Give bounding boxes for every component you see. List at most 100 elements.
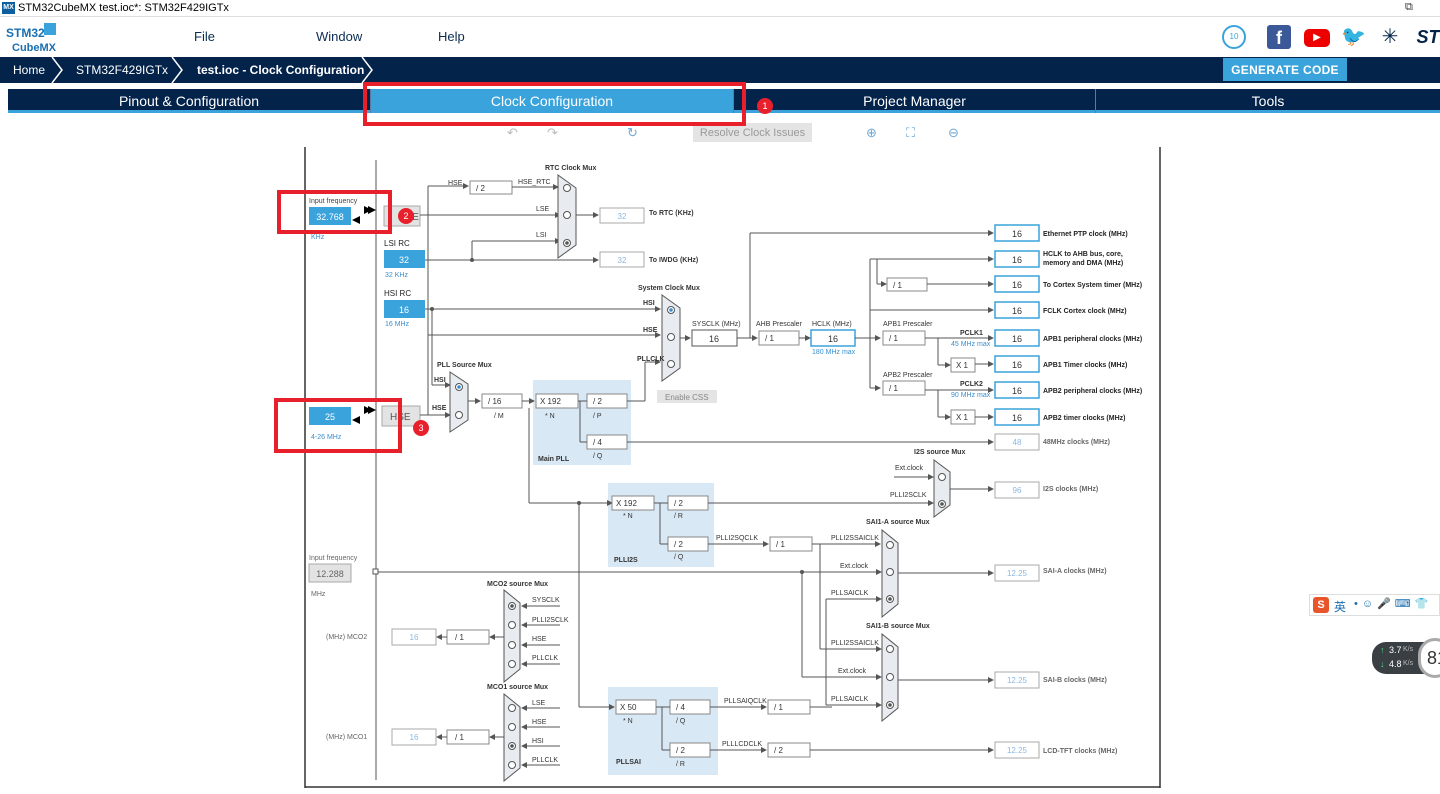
menu-help[interactable]: Help bbox=[438, 29, 465, 44]
svg-text:X 192: X 192 bbox=[540, 397, 561, 406]
svg-text:90 MHz max: 90 MHz max bbox=[951, 392, 991, 399]
svg-text:/ 1: / 1 bbox=[455, 733, 464, 742]
main-pll-region bbox=[533, 380, 631, 465]
svg-text:* N: * N bbox=[623, 513, 633, 520]
clock-output-value: 16 bbox=[1012, 386, 1022, 396]
resolve-clock-issues-button[interactable]: Resolve Clock Issues bbox=[693, 123, 812, 142]
ime-language[interactable]: 英 bbox=[1334, 600, 1347, 614]
svg-text:MCO2 source Mux: MCO2 source Mux bbox=[487, 581, 548, 588]
svg-text:HSI: HSI bbox=[532, 738, 544, 745]
ime-tools-icon[interactable]: •☺🎤⌨👕 bbox=[1354, 598, 1433, 610]
menu-window[interactable]: Window bbox=[316, 29, 363, 44]
chevron-right-icon bbox=[171, 57, 183, 83]
svg-text:PLLLCDCLK: PLLLCDCLK bbox=[722, 741, 762, 748]
svg-text:PLLI2SCLK: PLLI2SCLK bbox=[890, 492, 927, 499]
svg-text:PLLSAIQCLK: PLLSAIQCLK bbox=[724, 698, 767, 705]
tab-tools[interactable]: Tools bbox=[1251, 93, 1285, 109]
svg-text:PCLK1: PCLK1 bbox=[960, 330, 983, 337]
breadcrumb-mcu[interactable]: STM32F429IGTx bbox=[76, 63, 169, 77]
svg-text:APB2 Prescaler: APB2 Prescaler bbox=[883, 372, 933, 379]
enable-css-button[interactable] bbox=[657, 390, 717, 403]
lsi-rc-field bbox=[384, 250, 425, 268]
svg-text:X 192: X 192 bbox=[616, 499, 637, 508]
tab-pinout[interactable]: Pinout & Configuration bbox=[8, 89, 371, 113]
clock-output-box[interactable] bbox=[994, 275, 1040, 293]
svg-text:(MHz) MCO1: (MHz) MCO1 bbox=[326, 734, 367, 741]
svg-text:32: 32 bbox=[618, 256, 627, 265]
zoom-in-icon[interactable]: ⊕ bbox=[866, 125, 877, 140]
anniversary-10-icon[interactable]: 10 bbox=[1222, 25, 1246, 49]
breadcrumb-current[interactable]: test.ioc - Clock Configuration bbox=[197, 63, 365, 77]
ext-input-field[interactable] bbox=[308, 563, 352, 583]
clock-output-label: HCLK to AHB bus, core, bbox=[1043, 251, 1123, 258]
generate-code-button[interactable]: GENERATE CODE bbox=[1223, 58, 1347, 81]
lse-input-field[interactable] bbox=[309, 207, 351, 225]
svg-text:X 1: X 1 bbox=[956, 361, 969, 370]
breadcrumb-home[interactable]: Home bbox=[13, 63, 46, 77]
svg-text:16: 16 bbox=[399, 305, 409, 315]
annotation-box-clock-tab bbox=[363, 82, 746, 126]
svg-text:/ 4: / 4 bbox=[676, 703, 685, 712]
facebook-icon[interactable]: f bbox=[1267, 25, 1291, 49]
clock-output-box[interactable] bbox=[994, 355, 1040, 373]
twitter-icon[interactable]: 🐦 bbox=[1341, 26, 1366, 48]
svg-text:/ 2: / 2 bbox=[774, 746, 783, 755]
lse-input-caption: Input frequency bbox=[309, 198, 358, 205]
svg-text:/ Q: / Q bbox=[593, 453, 603, 460]
youtube-icon[interactable]: ▶ bbox=[1304, 29, 1330, 47]
tab-clock-configuration[interactable]: Clock Configuration bbox=[371, 89, 734, 113]
svg-text:/ 1: / 1 bbox=[455, 633, 464, 642]
ime-toolbar[interactable]: S 英 •☺🎤⌨👕 bbox=[1309, 594, 1440, 616]
svg-text:PLLSAI: PLLSAI bbox=[616, 759, 641, 766]
st-logo-icon[interactable]: ST bbox=[1416, 27, 1440, 47]
clock-output-box[interactable] bbox=[994, 301, 1040, 319]
svg-text:PLL Source Mux: PLL Source Mux bbox=[437, 362, 492, 369]
clock-output-box[interactable] bbox=[994, 250, 1040, 268]
restore-icon[interactable]: ⧉ bbox=[1405, 1, 1413, 13]
clock-output-label: APB1 Timer clocks (MHz) bbox=[1043, 362, 1127, 369]
svg-text:/ 16: / 16 bbox=[488, 397, 502, 406]
svg-text:* N: * N bbox=[623, 718, 633, 725]
svg-text:(MHz) MCO2: (MHz) MCO2 bbox=[326, 634, 367, 641]
fit-screen-icon[interactable]: ⛶ bbox=[906, 125, 916, 140]
refresh-icon[interactable]: ↻ bbox=[627, 125, 638, 140]
network-icon[interactable]: ✳ bbox=[1381, 26, 1399, 48]
svg-text:/ M: / M bbox=[494, 413, 504, 420]
svg-text:SYSCLK (MHz): SYSCLK (MHz) bbox=[692, 321, 741, 328]
svg-text:PLLCLK: PLLCLK bbox=[532, 757, 558, 764]
svg-text:PLLCLK: PLLCLK bbox=[637, 356, 665, 363]
clock-output-label: Ethernet PTP clock (MHz) bbox=[1043, 231, 1128, 238]
clock-output-value: 16 bbox=[1012, 334, 1022, 344]
zoom-out-icon[interactable]: ⊖ bbox=[948, 125, 959, 140]
tab-project-manager[interactable]: Project Manager bbox=[734, 89, 1096, 113]
svg-text:HSI: HSI bbox=[434, 377, 446, 384]
redo-icon[interactable]: ↷ bbox=[547, 125, 558, 140]
clock-output-box[interactable] bbox=[994, 408, 1040, 426]
clock-output-label: FCLK Cortex clock (MHz) bbox=[1043, 308, 1127, 315]
download-arrow-icon: ↓ bbox=[1380, 659, 1385, 669]
cpu-percent: 81 bbox=[1418, 638, 1440, 678]
svg-text:45 MHz max: 45 MHz max bbox=[951, 341, 991, 348]
undo-icon[interactable]: ↶ bbox=[507, 125, 518, 140]
clock-output-box[interactable] bbox=[994, 224, 1040, 242]
svg-text:HSI: HSI bbox=[643, 300, 655, 307]
menu-file[interactable]: File bbox=[194, 29, 215, 44]
svg-text:Main PLL: Main PLL bbox=[538, 456, 570, 463]
svg-text:/ 1: / 1 bbox=[776, 540, 785, 549]
svg-text:32 KHz: 32 KHz bbox=[385, 272, 408, 279]
tab-bar: Pinout & Configuration Clock Configurati… bbox=[8, 89, 1440, 113]
svg-text:LSE: LSE bbox=[532, 700, 546, 707]
svg-text:I2S clocks (MHz): I2S clocks (MHz) bbox=[1043, 486, 1098, 493]
svg-text:/ 1: / 1 bbox=[774, 703, 783, 712]
svg-text:PLLCLK: PLLCLK bbox=[532, 655, 558, 662]
hse-input-field[interactable] bbox=[309, 407, 351, 425]
svg-text:PLLI2SCLK: PLLI2SCLK bbox=[532, 617, 569, 624]
svg-text:96: 96 bbox=[1013, 486, 1022, 495]
hsi-rc-field bbox=[384, 300, 425, 318]
clock-output-value: 16 bbox=[1012, 280, 1022, 290]
clock-output-box[interactable] bbox=[994, 381, 1040, 399]
svg-text:HSE: HSE bbox=[532, 719, 547, 726]
annotation-badge-3: 3 bbox=[413, 420, 429, 436]
clock-output-box[interactable] bbox=[994, 329, 1040, 347]
svg-text:SYSCLK: SYSCLK bbox=[532, 597, 560, 604]
